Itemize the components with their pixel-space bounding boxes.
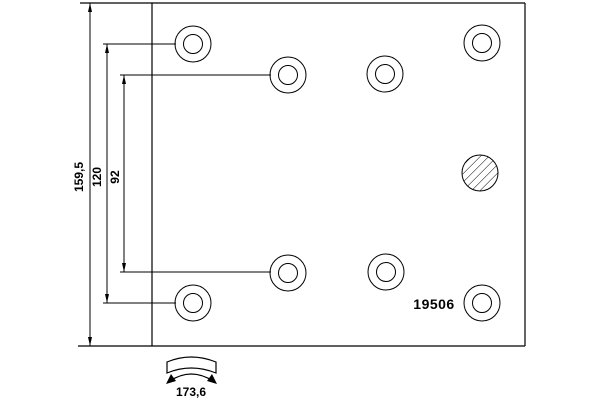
rivet-hole-bottom-left <box>174 284 212 322</box>
arc-arrowhead-left <box>166 374 176 384</box>
arc-length-arrow-curve <box>169 373 214 382</box>
dim-label-total-height: 159,5 <box>72 162 86 192</box>
arc-length-label: 173,6 <box>176 385 206 399</box>
dim-label-outer-span: 120 <box>90 167 104 187</box>
rivet-hole-top-right <box>463 24 501 62</box>
dim-label-inner-span: 92 <box>108 170 122 184</box>
dim-arrow-total-bottom <box>88 337 92 346</box>
dim-arrow-total-top <box>88 3 92 12</box>
dim-arrow-outer-top <box>105 44 109 53</box>
part-number-label: 19506 <box>413 296 454 312</box>
arc-band-glyph <box>166 356 217 374</box>
dim-arrow-inner-top <box>122 75 126 84</box>
arc-arrowhead-right <box>207 374 217 384</box>
rivet-hole-top-mid-right <box>366 55 404 93</box>
dim-arrow-inner-bottom <box>122 263 126 272</box>
rivet-hole-top-left <box>174 25 212 63</box>
rivet-hole-bottom-mid-left <box>269 254 307 292</box>
rivet-hole-top-mid-left <box>269 56 307 94</box>
rivet-hole-bottom-mid-right <box>367 253 405 291</box>
rivet-hole-bottom-right <box>463 284 501 322</box>
arc-length-symbol <box>166 356 217 384</box>
dim-arrow-outer-bottom <box>105 294 109 303</box>
hatched-hole <box>461 154 499 192</box>
